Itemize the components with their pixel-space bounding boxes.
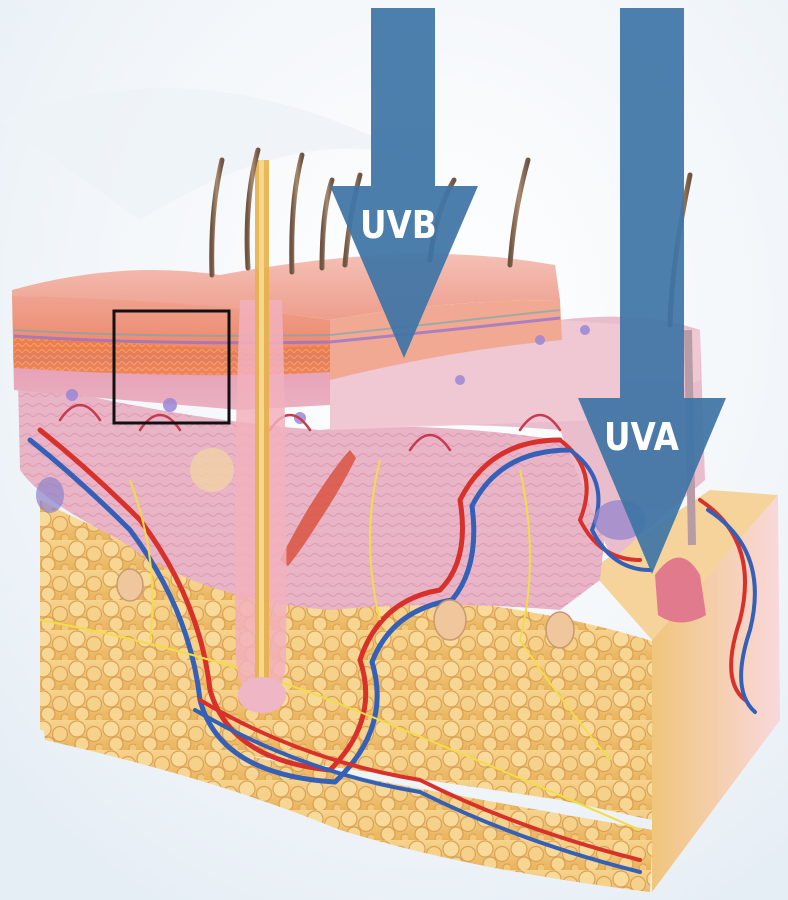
hair-bulb <box>238 677 286 713</box>
uva-arrow-shaft <box>620 8 684 398</box>
hair-shaft-core <box>259 160 264 700</box>
uvb-arrow-shaft <box>371 8 435 186</box>
pacinian-corpuscle <box>117 569 143 601</box>
sebaceous-gland <box>190 448 234 492</box>
pacinian-corpuscle <box>434 600 466 640</box>
sweat-gland-coil <box>36 477 64 513</box>
pacinian-corpuscle <box>546 612 574 648</box>
